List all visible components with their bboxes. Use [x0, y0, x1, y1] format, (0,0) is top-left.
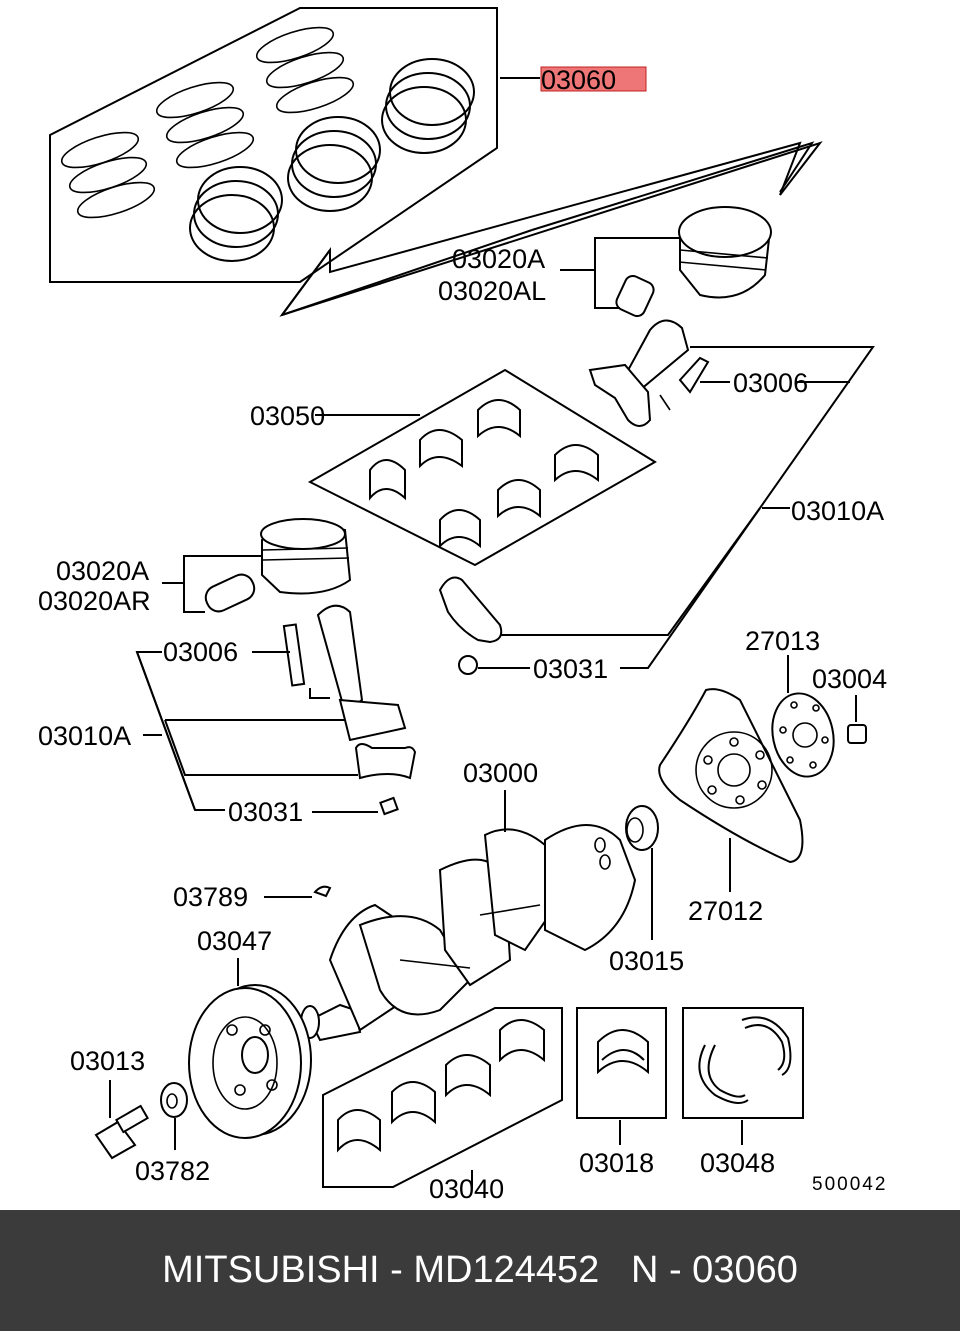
upper-connecting-rod [588, 319, 710, 427]
label-27012[interactable]: 27012 [688, 896, 763, 926]
label-03020A-left[interactable]: 03020A [56, 556, 149, 586]
conrod-bearing-set [369, 399, 599, 549]
label-03000[interactable]: 03000 [463, 758, 538, 788]
diagram-reference-code: 500042 [812, 1174, 887, 1195]
highlight-box [540, 66, 647, 92]
conrod-cap-right [438, 576, 503, 675]
label-03010A-right[interactable]: 03010A [791, 496, 884, 526]
pulley-bolt [94, 1104, 149, 1160]
label-03015[interactable]: 03015 [609, 946, 684, 976]
parts-diagram: 03060 03020A 03020AL 03006 03 [38, 7, 887, 1204]
label-03040[interactable]: 03040 [429, 1174, 504, 1204]
footer-bar: MITSUBISHI - MD124452 N - 03060 [0, 1210, 960, 1331]
label-03004[interactable]: 03004 [812, 664, 887, 694]
thrust-bearing [597, 1029, 649, 1075]
label-03013[interactable]: 03013 [70, 1046, 145, 1076]
label-03020AL[interactable]: 03020AL [438, 276, 546, 306]
upper-piston [615, 206, 772, 318]
crankshaft [300, 824, 637, 1042]
footer-part-info: MITSUBISHI - MD124452 N - 03060 [162, 1249, 798, 1291]
adapter-plate [771, 692, 835, 778]
thrust-washers [698, 1016, 792, 1105]
left-connecting-rod [282, 604, 417, 816]
crankshaft-pulley [188, 984, 312, 1139]
label-03050[interactable]: 03050 [250, 401, 325, 431]
label-03782[interactable]: 03782 [135, 1156, 210, 1186]
pilot-bushing [625, 805, 659, 851]
label-03789[interactable]: 03789 [173, 882, 248, 912]
label-03006-left[interactable]: 03006 [163, 637, 238, 667]
label-03020A-top[interactable]: 03020A [452, 244, 545, 274]
piston-ring-set [49, 7, 540, 283]
label-03060[interactable]: 03060 [541, 65, 616, 95]
label-03020AR[interactable]: 03020AR [38, 586, 151, 616]
label-03031-right[interactable]: 03031 [533, 654, 608, 684]
pulley-washer [160, 1082, 188, 1118]
drive-plate-bolt [847, 724, 867, 744]
left-piston [204, 518, 352, 613]
label-03010A-left[interactable]: 03010A [38, 721, 131, 751]
drive-plate [658, 688, 804, 864]
label-03047[interactable]: 03047 [197, 926, 272, 956]
label-03018[interactable]: 03018 [579, 1148, 654, 1178]
woodruff-key [313, 885, 332, 898]
label-03048[interactable]: 03048 [700, 1148, 775, 1178]
label-03031-left[interactable]: 03031 [228, 797, 303, 827]
label-27013[interactable]: 27013 [745, 626, 820, 656]
main-bearing-set [337, 1019, 545, 1153]
